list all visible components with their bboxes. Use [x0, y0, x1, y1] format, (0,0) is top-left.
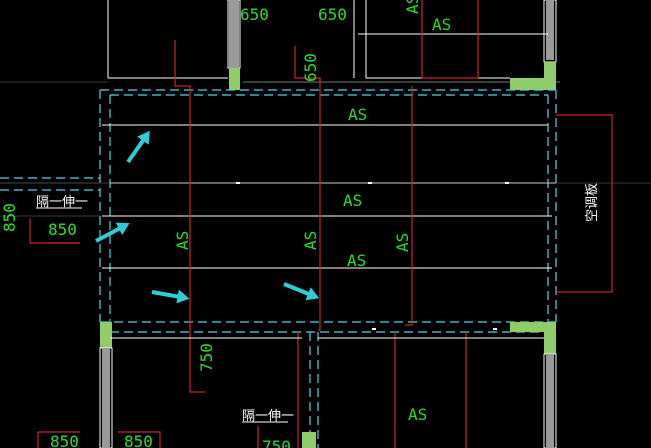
label-as-upper: AS	[348, 105, 367, 124]
reference-grid	[0, 81, 651, 217]
label-as-bottom-right: AS	[408, 405, 427, 424]
cursor-arrow-icon	[283, 282, 320, 301]
arrow-group	[95, 130, 320, 304]
cursor-arrow-icon	[126, 130, 150, 164]
dim-bottom-850-a: 850	[50, 432, 79, 448]
dim-bottom-850-b: 850	[124, 432, 153, 448]
label-as-lower: AS	[347, 251, 366, 270]
tick-dots	[236, 182, 509, 330]
dim-bottom-750-vertical: 750	[197, 343, 216, 372]
cursor-arrow-icon	[95, 222, 130, 243]
label-partition-bottom: 隔一伸一	[242, 409, 294, 424]
dim-top-650-vertical: 650	[301, 53, 320, 82]
label-partition-left: 隔一伸一	[36, 195, 88, 210]
rebar-red-lines	[29, 0, 613, 448]
rebar-horizontal	[102, 33, 556, 269]
bottom-walls	[99, 322, 557, 448]
label-as-vertical-left: AS	[173, 231, 192, 250]
dim-top-650-a: 650	[240, 5, 269, 24]
label-as-top-right-vertical: AS	[403, 0, 422, 14]
slab-outline	[0, 89, 557, 448]
cursor-arrow-icon	[151, 289, 190, 304]
label-as-middle: AS	[343, 191, 362, 210]
label-air-conditioner-board: 空调板	[585, 183, 600, 222]
dim-top-650-b: 650	[318, 5, 347, 24]
top-walls	[227, 0, 557, 90]
dim-bottom-750-partial: 750	[262, 437, 291, 448]
label-as-top-right: AS	[432, 15, 451, 34]
label-as-vertical-right: AS	[393, 233, 412, 252]
dim-left-850: 850	[48, 220, 77, 239]
label-as-vertical-mid: AS	[301, 231, 320, 250]
dim-left-850-vertical: 850	[0, 203, 19, 232]
